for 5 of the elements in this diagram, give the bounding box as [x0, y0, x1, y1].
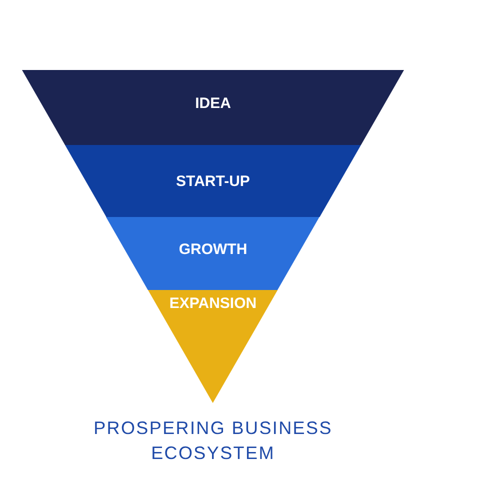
band-label: EXPANSION: [169, 295, 257, 312]
caption: PROSPERING BUSINESS ECOSYSTEM: [92, 417, 334, 465]
band-label: GROWTH: [178, 241, 248, 258]
band-label: START-UP: [176, 173, 250, 190]
band-label: IDEA: [195, 95, 231, 112]
